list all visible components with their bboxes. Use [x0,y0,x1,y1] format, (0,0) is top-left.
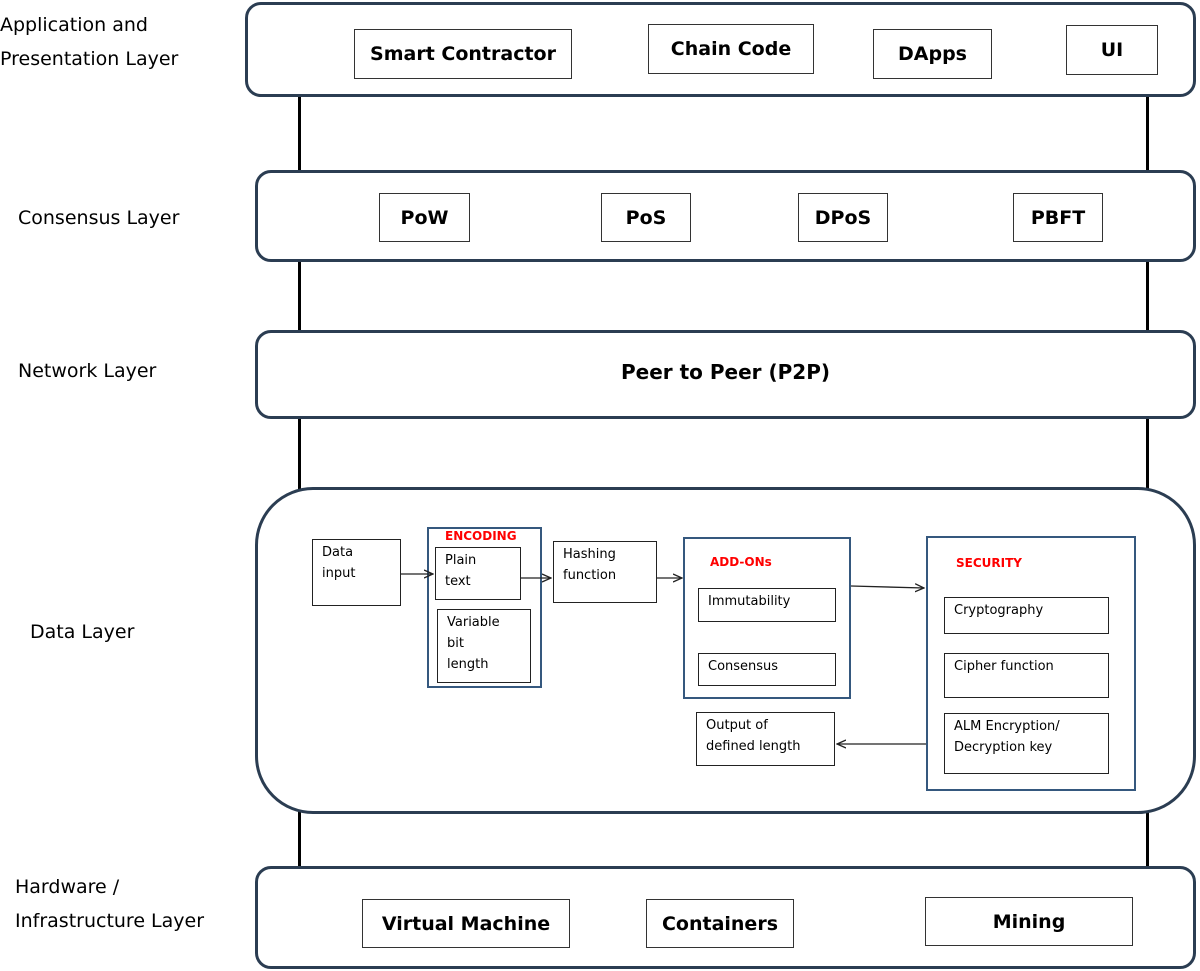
component-mining: Mining [925,897,1133,946]
alm-encryption-key-box: ALM Encryption/ Decryption key [944,713,1109,774]
layer-label-application: Application and Presentation Layer [0,14,179,70]
component-pos: PoS [601,193,691,242]
component-dapps: DApps [873,29,992,79]
connector-right [1146,95,1149,875]
data-input-box: Data input [312,539,401,606]
encoding-title: ENCODING [445,529,517,543]
immutability-box: Immutability [698,588,836,622]
component-pbft: PBFT [1013,193,1103,242]
output-box: Output of defined length [696,712,835,766]
component-containers: Containers [646,899,794,948]
hashing-function-box: Hashing function [553,541,657,603]
component-p2p: Peer to Peer (P2P) [620,360,830,384]
cryptography-box: Cryptography [944,597,1109,634]
security-title: SECURITY [956,556,1022,570]
layer-label-consensus: Consensus Layer [18,207,180,229]
layer-label-hardware: Hardware / Infrastructure Layer [15,876,205,932]
component-chain-code: Chain Code [648,24,814,74]
component-smart-contractor: Smart Contractor [354,29,572,79]
component-ui: UI [1066,25,1158,75]
variable-bit-length-box: Variable bit length [437,609,531,683]
arrow-addons-to-security [850,586,924,588]
addons-title: ADD-ONs [710,555,772,569]
layer-label-data: Data Layer [30,621,135,643]
layer-label-network: Network Layer [18,360,157,382]
component-virtual-machine: Virtual Machine [362,899,570,948]
layer-network [255,330,1196,419]
cipher-function-box: Cipher function [944,653,1109,698]
plain-text-box: Plain text [435,547,521,600]
component-pow: PoW [379,193,470,242]
connector-left [298,95,301,875]
consensus-box: Consensus [698,653,836,686]
component-dpos: DPoS [798,193,888,242]
